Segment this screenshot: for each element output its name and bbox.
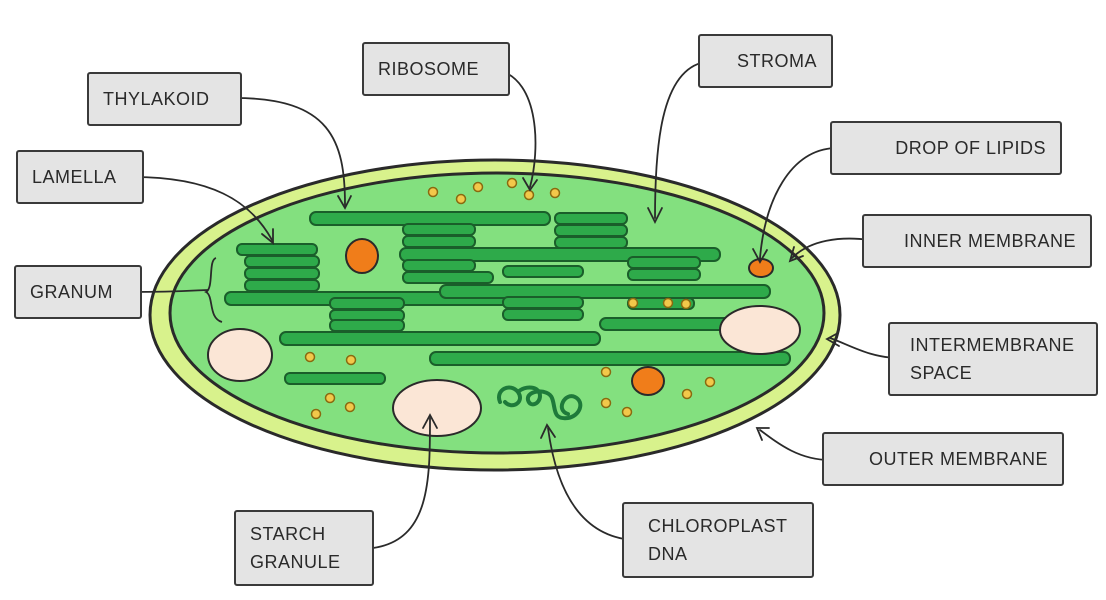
label-thylakoid-text: THYLAKOID [103,89,210,109]
label-inner-membrane: INNER MEMBRANE [862,214,1092,268]
granum-stack [502,265,584,321]
granum-stack [236,243,320,292]
starch-granules [207,305,801,437]
label-starch-granule: STARCH GRANULE [234,510,374,586]
label-chloroplast-dna-text: CHLOROPLAST DNA [648,516,788,564]
label-intermembrane-space: INTERMEMBRANE SPACE [888,322,1098,396]
label-intermembrane-space-text: INTERMEMBRANE SPACE [910,335,1075,383]
chloroplast-dna [497,385,583,421]
label-granum: GRANUM [14,265,142,319]
lipid-drop [631,366,665,396]
label-inner-membrane-text: INNER MEMBRANE [903,231,1076,251]
label-stroma: STROMA [698,34,833,88]
label-ribosome-text: RIBOSOME [378,59,480,79]
starch-granule [392,379,482,437]
granum-bracket [203,257,223,323]
lamella [279,331,601,346]
granum-stack [554,212,628,249]
label-granum-text: GRANUM [30,282,113,302]
label-chloroplast-dna: CHLOROPLAST DNA [622,502,814,578]
starch-granule [207,328,273,382]
ribosomes [304,177,716,420]
label-starch-granule-text: STARCH GRANULE [250,524,341,572]
lipid-drop [345,238,379,274]
label-lamella: LAMELLA [16,150,144,204]
leader-lines [129,61,901,549]
lamella [429,351,791,366]
lamella [284,372,386,385]
label-ribosome: RIBOSOME [362,42,510,96]
label-thylakoid: THYLAKOID [87,72,242,126]
label-stroma-text: STROMA [736,51,817,71]
lipid-drops [345,238,774,396]
granum-stack [402,223,494,284]
label-outer-membrane: OUTER MEMBRANE [822,432,1064,486]
label-drop-of-lipids: DROP OF LIPIDS [830,121,1062,175]
granum-stack [329,297,405,332]
label-outer-membrane-text: OUTER MEMBRANE [868,449,1048,469]
granum-stack [627,256,701,310]
lamellae [224,211,791,385]
lamella [439,284,771,299]
starch-granule [719,305,801,355]
label-drop-of-lipids-text: DROP OF LIPIDS [895,138,1046,158]
grana [236,212,701,332]
label-lamella-text: LAMELLA [32,167,117,187]
